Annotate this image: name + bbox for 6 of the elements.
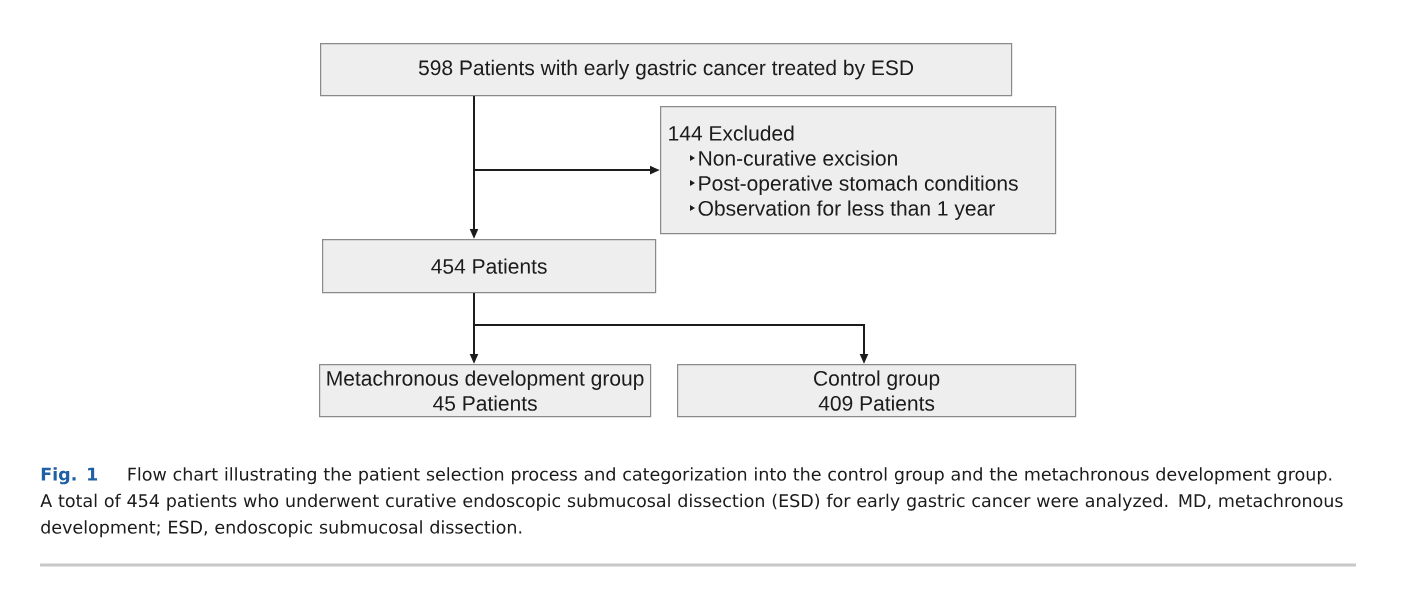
process-box: 454 Patients [322,239,657,294]
figure-caption: Fig. 1 Flow chart illustrating the patient selection process and categorization into the control group and the metachronous development group. A total of 454 patients who underwent curative endoscopic submucosal dissection (ESD) for early gastric cancer were analyzed. MD, metachronous development; ESD, endoscopic submucosal dissection. [40,467,1343,538]
process-box: 598 Patients with early gastric cancer treated by ESD [320,43,1013,97]
process-box: 144 Excluded Non-curative excision Post-operative stomach conditions Observation for less than 1 year [660,106,1057,235]
process-box: Control group 409 Patients [677,364,1077,418]
process-box: Metachronous development group 45 Patients [319,364,652,418]
